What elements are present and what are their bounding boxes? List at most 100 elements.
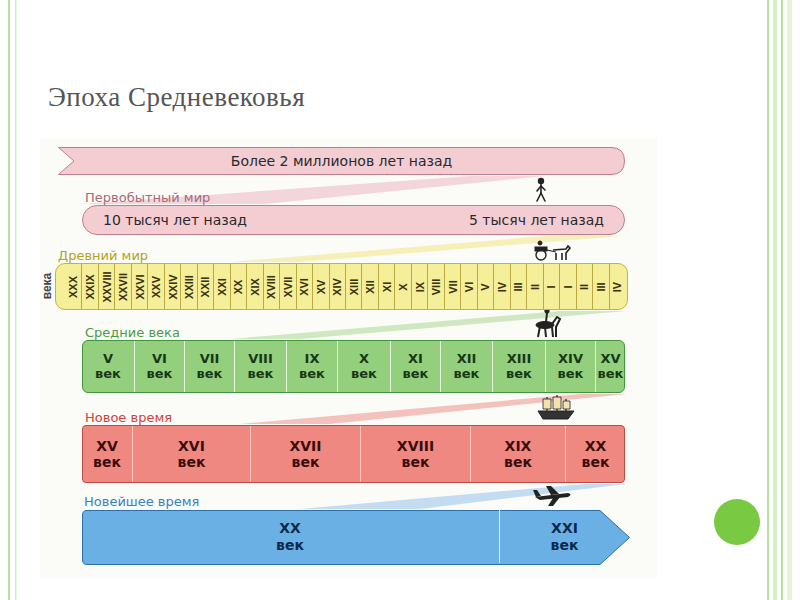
century-cell: XVI век (132, 426, 250, 482)
century-text: XX век (582, 438, 610, 470)
century-text: XX (232, 279, 244, 294)
century-cell: XXI (213, 264, 229, 309)
century-text: XV (315, 279, 327, 294)
century-cell: XXI век (499, 510, 629, 563)
slide-title: Эпоха Средневековья (48, 82, 305, 113)
century-cell: V (477, 264, 493, 309)
era-heading: Первобытный мир (85, 190, 210, 205)
century-cell: VII век (184, 341, 234, 392)
band-path (59, 148, 625, 175)
century-cell: XVIII век (360, 426, 470, 482)
century-text: XII век (454, 352, 480, 382)
era-heading: Древний мир (58, 248, 148, 263)
century-text: XXV (150, 275, 162, 297)
century-cell: XIX век (470, 426, 565, 482)
band-path (83, 511, 630, 565)
century-cell: XXX (65, 264, 81, 309)
century-cell: XXVIII (98, 264, 114, 309)
century-text: XXI (216, 278, 228, 296)
century-text: XI (381, 281, 393, 291)
century-text: VI (463, 281, 475, 291)
century-text: IV (611, 281, 623, 291)
century-text: XXIX (84, 274, 96, 299)
century-cell: IX (411, 264, 427, 309)
ship-icon (538, 395, 574, 419)
century-text: XI век (403, 352, 429, 382)
era-band: Более 2 миллионов лет назад (58, 147, 625, 175)
century-cell: XXII (197, 264, 213, 309)
century-cell: XI век (390, 341, 440, 392)
century-text: XXI век (551, 520, 579, 552)
frame-line (773, 0, 777, 600)
band-text: 10 тысяч лет назад (103, 212, 247, 228)
century-cell: XX век (81, 510, 499, 563)
century-text: XVII (282, 276, 294, 297)
century-text: VII (447, 280, 459, 293)
century-text: II (529, 283, 541, 289)
century-text: XV век (93, 438, 121, 470)
century-text: XXVII (117, 272, 129, 300)
century-cell: XII (361, 264, 377, 309)
century-text: XXII (199, 276, 211, 297)
green-dot (714, 499, 760, 545)
cart-icon (535, 241, 570, 260)
century-text: II (578, 283, 590, 289)
century-text: XXVIII (101, 271, 113, 302)
century-text: XXVI (134, 274, 146, 299)
century-text: IX век (299, 352, 325, 382)
frame-line (781, 0, 783, 600)
zoom-wedge (230, 236, 622, 262)
century-cell: XXVI (131, 264, 147, 309)
century-cell: XXV (147, 264, 163, 309)
century-text: XXX (67, 275, 79, 297)
century-text: VI век (147, 352, 173, 382)
zoom-wedge (82, 176, 545, 204)
century-cell: XVI (296, 264, 312, 309)
century-cell: IX век (286, 341, 337, 392)
era-band: Средние векаV векVI векVII векVIII векIX… (82, 340, 625, 393)
century-cell: VIII век (234, 341, 286, 392)
century-text: XIX (249, 278, 261, 296)
century-cell: VIII (427, 264, 443, 309)
century-cell: XI (378, 264, 394, 309)
zoom-wedge (230, 311, 626, 339)
band-text: 5 тысяч лет назад (469, 212, 604, 228)
era-heading: Средние века (85, 325, 180, 340)
century-text: XIV (331, 278, 343, 296)
century-cell: XV век (595, 341, 625, 392)
century-cell: XV (312, 264, 328, 309)
walking-man-icon (537, 179, 545, 201)
century-text: III (512, 282, 524, 291)
century-cell: X век (337, 341, 390, 392)
era-heading: Новейшее время (84, 494, 199, 509)
century-cell: II (526, 264, 542, 309)
century-cell: XXIII (180, 264, 196, 309)
century-cell: XVII (279, 264, 295, 309)
century-cell: XVII век (250, 426, 360, 482)
century-text: V век (95, 352, 121, 382)
century-text: I (562, 285, 574, 288)
century-text: X (397, 283, 409, 290)
century-cell: VI (460, 264, 476, 309)
century-cell: VI век (134, 341, 184, 392)
century-text: XIII век (506, 352, 532, 382)
century-cell: X (394, 264, 410, 309)
century-cell: XV век (82, 426, 132, 482)
century-text: XVI век (178, 438, 206, 470)
century-text: X век (351, 352, 377, 382)
century-text: XII (364, 280, 376, 293)
century-text: IX (414, 281, 426, 291)
band-text: Более 2 миллионов лет назад (231, 153, 452, 169)
century-cell: I (543, 264, 559, 309)
century-cell: XIV век (545, 341, 595, 392)
century-cell: I (559, 264, 575, 309)
century-cell: XX век (565, 426, 625, 482)
band-outline (82, 510, 630, 565)
era-band: Новое времяXV векXVI векXVII векXVIII ве… (82, 425, 625, 483)
plane-icon (533, 486, 571, 506)
century-cell: XIX (246, 264, 262, 309)
century-cell: XIII (345, 264, 361, 309)
century-cell: IV (609, 264, 625, 309)
century-text: III (595, 282, 607, 291)
century-text: XX век (276, 520, 304, 552)
